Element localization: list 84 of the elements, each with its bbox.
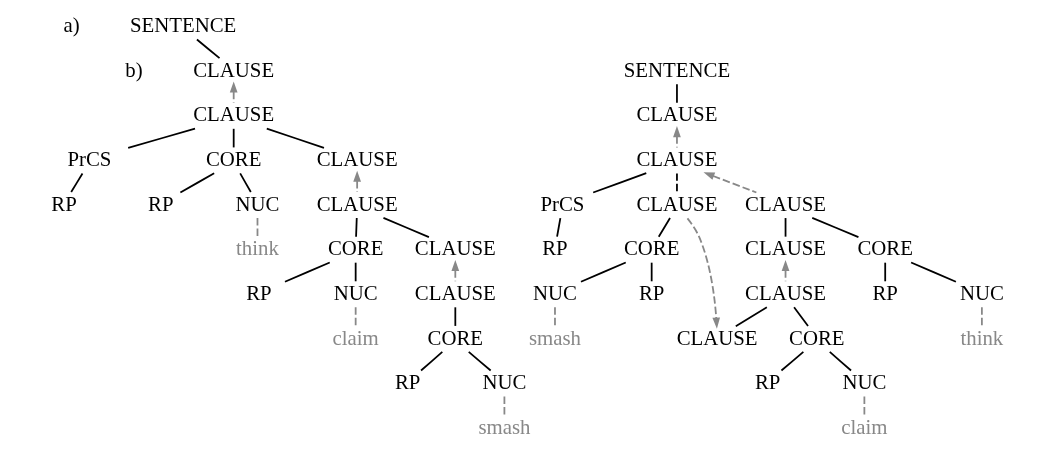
connector [580,261,627,283]
node-text: CORE [623,236,680,261]
node-text: claim [841,414,888,439]
node-text: CLAUSE [414,280,496,305]
connector [811,216,860,239]
node-text: CORE [427,325,484,350]
node-text: RP [542,236,568,261]
node-text: NUC [333,280,378,305]
connector [265,127,325,149]
connector [884,261,887,283]
connector [981,306,983,327]
node-text: RP [394,370,421,395]
node-text: CLAUSE [636,147,718,172]
connector [420,351,444,372]
connector [354,261,357,283]
connector [676,83,678,104]
node-text: think [236,236,279,261]
node-text: CLAUSE [636,191,718,216]
node-text: smash [478,414,531,439]
node-text: CLAUSE [193,57,275,82]
node-text: RP [754,370,781,395]
connector [70,172,84,193]
node-text: RP [148,191,174,216]
connector [863,395,866,417]
connector [554,306,556,327]
connector [556,217,562,238]
arrow [229,81,238,104]
node-text: CLAUSE [745,280,827,305]
node-text: CORE [857,236,913,261]
connector [650,261,653,283]
node-text: think [960,325,1004,350]
connector [354,306,357,327]
arrow [353,170,361,193]
node-text: NUC [482,370,527,395]
node-text: claim [332,325,379,350]
node-text: NUC [842,370,887,395]
node-text: RP [872,280,898,305]
node-text: NUC [959,280,1004,305]
connector [910,261,957,283]
node-text: RP [246,280,272,305]
connector [793,306,809,327]
node-text: RP [638,280,665,305]
label: b) [125,57,143,82]
node-text: CLAUSE [414,236,496,261]
connector [467,351,492,372]
connector [179,172,216,194]
connector [780,351,805,372]
node-text: CORE [205,147,262,172]
node-text: RP [51,191,77,216]
connector [828,351,852,372]
node-text: PrCS [540,191,585,216]
node-text: smash [528,325,581,350]
connector [657,217,671,238]
node-text: CORE [789,325,845,350]
node-text: SENTENCE [623,57,731,82]
connector [239,172,252,193]
connector [503,395,506,417]
connector [127,127,196,149]
node-text: NUC [533,280,577,305]
connector [592,172,648,194]
node-text: CLAUSE [676,325,758,350]
connector [355,217,358,238]
connector [284,261,331,283]
connector [256,217,259,238]
node-text: CLAUSE [316,191,398,216]
connector [196,38,221,60]
node-text: CLAUSE [316,147,398,172]
node-text: NUC [235,191,280,216]
label: a) [63,13,80,38]
arrow [703,172,758,194]
connector [382,216,430,239]
node-text: CLAUSE [193,102,275,127]
connector [454,306,457,327]
node-text: CLAUSE [636,102,718,127]
node-text: CLAUSE [745,236,827,261]
connector [232,127,235,149]
connector [784,217,787,238]
connector [734,306,768,328]
connector [676,172,678,193]
arrow [686,217,721,329]
node-text: SENTENCE [129,13,237,38]
node-text: CORE [327,236,384,261]
node-text: PrCS [67,147,112,172]
node-text: CLAUSE [745,191,827,216]
